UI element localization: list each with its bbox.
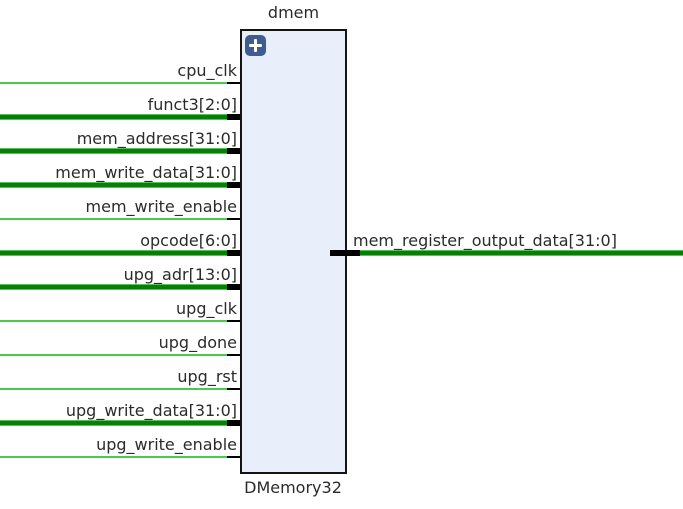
module-type-label: DMemory32: [244, 478, 342, 497]
input-port-label: upg_clk: [176, 299, 237, 318]
input-port-label: upg_done: [158, 333, 237, 352]
input-net[interactable]: [0, 354, 227, 356]
output-port-label: mem_register_output_data[31:0]: [353, 231, 617, 250]
input-net[interactable]: [0, 456, 227, 458]
input-net[interactable]: [0, 82, 227, 84]
module-block[interactable]: [240, 29, 347, 474]
input-net[interactable]: [0, 114, 227, 120]
input-port-label: upg_write_data[31:0]: [65, 401, 237, 420]
input-net[interactable]: [0, 388, 227, 390]
input-port-label: mem_write_enable: [85, 197, 237, 216]
input-port-label: upg_adr[13:0]: [123, 265, 237, 284]
input-port-label: opcode[6:0]: [140, 231, 237, 250]
input-net[interactable]: [0, 218, 227, 220]
input-net[interactable]: [0, 182, 227, 188]
input-net[interactable]: [0, 250, 227, 256]
input-net[interactable]: [0, 320, 227, 322]
input-port-label: upg_rst: [177, 367, 237, 386]
output-pin-stub[interactable]: [330, 250, 360, 256]
output-net[interactable]: [360, 250, 683, 256]
input-port-label: upg_write_enable: [96, 435, 237, 454]
input-net[interactable]: [0, 420, 227, 426]
expand-button[interactable]: [245, 35, 266, 56]
input-port-label: funct3[2:0]: [147, 95, 237, 114]
input-port-label: cpu_clk: [177, 61, 237, 80]
instance-name-label: dmem: [267, 3, 320, 22]
input-net[interactable]: [0, 284, 227, 290]
input-port-label: mem_write_data[31:0]: [55, 163, 237, 182]
plus-icon: [245, 35, 266, 56]
input-net[interactable]: [0, 148, 227, 154]
input-port-label: mem_address[31:0]: [76, 129, 237, 148]
